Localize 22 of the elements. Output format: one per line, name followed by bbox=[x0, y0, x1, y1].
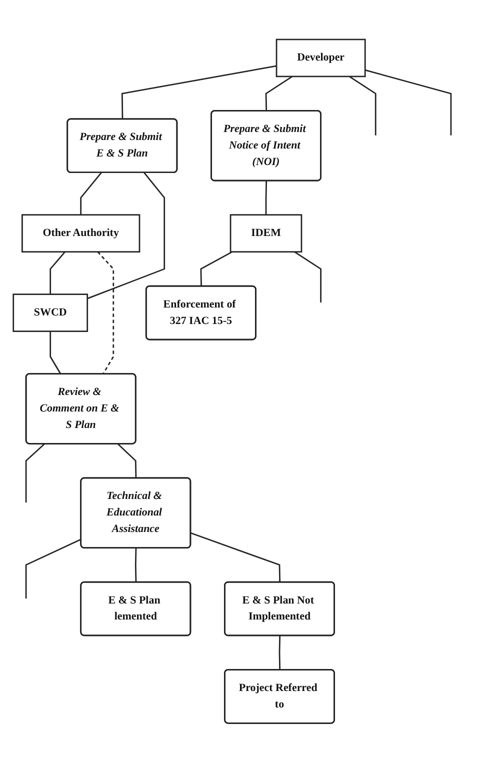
connector bbox=[134, 548, 137, 583]
connector bbox=[265, 76, 293, 112]
connector bbox=[50, 331, 62, 375]
connector bbox=[117, 444, 137, 478]
connector bbox=[364, 70, 452, 136]
connector bbox=[25, 538, 82, 599]
connector bbox=[200, 251, 233, 287]
node-box: SWCD bbox=[12, 294, 88, 332]
connector bbox=[25, 444, 45, 503]
node-box: Developer bbox=[276, 38, 366, 78]
connector bbox=[190, 532, 281, 583]
connector bbox=[121, 65, 277, 120]
node-box: IDEM bbox=[230, 214, 302, 253]
connector bbox=[265, 181, 268, 216]
connector bbox=[278, 636, 281, 670]
connector bbox=[50, 252, 66, 294]
node-box: Other Authority bbox=[22, 214, 140, 253]
connector bbox=[97, 252, 114, 375]
connector bbox=[348, 76, 376, 136]
connector bbox=[87, 172, 166, 300]
connector bbox=[294, 251, 322, 303]
connector bbox=[80, 172, 102, 216]
